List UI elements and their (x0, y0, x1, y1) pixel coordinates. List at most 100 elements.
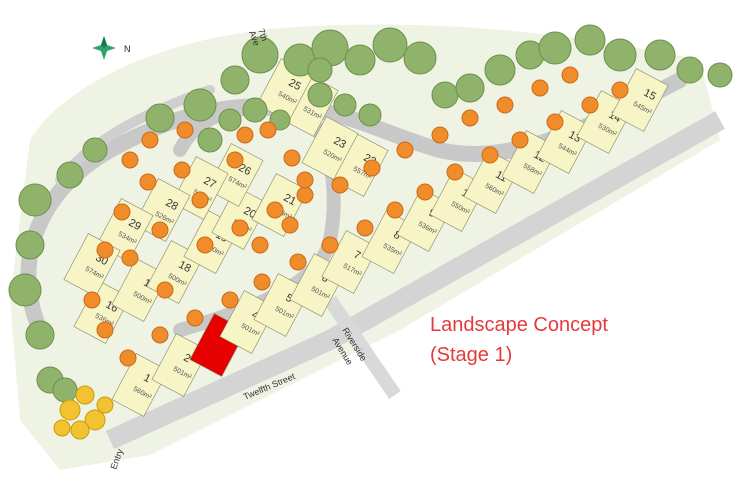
street-tree-icon (561, 66, 579, 84)
canopy-tree-icon (307, 82, 333, 108)
seventh-ave-label-1: 7th (256, 27, 270, 42)
lot-number: 8 (391, 229, 402, 242)
canopy-tree-icon (707, 62, 733, 88)
street-tree-icon (253, 273, 271, 291)
street-tree-icon (231, 219, 249, 237)
lot-number: 18 (176, 259, 192, 275)
lot-number: 25 (286, 77, 302, 93)
street-tree-icon (546, 113, 564, 131)
feature-tree-icon (59, 399, 81, 421)
street-tree-icon (151, 326, 169, 344)
street-tree-icon (431, 126, 449, 144)
street-tree-icon (321, 236, 339, 254)
street-tree-icon (296, 171, 314, 189)
feature-tree-icon (96, 396, 114, 414)
lot-number: 5 (283, 292, 294, 305)
street-tree-icon (331, 176, 349, 194)
canopy-tree-icon (25, 320, 55, 350)
street-tree-icon (191, 191, 209, 209)
lot-number: 28 (163, 197, 179, 213)
street-tree-icon (121, 151, 139, 169)
feature-tree-icon (75, 385, 95, 405)
feature-tree-icon (53, 419, 71, 437)
canopy-tree-icon (358, 103, 382, 127)
canopy-tree-icon (307, 57, 333, 83)
street-tree-icon (611, 81, 629, 99)
street-tree-icon (96, 241, 114, 259)
street-tree-icon (186, 309, 204, 327)
lot-number: 15 (641, 87, 657, 103)
street-tree-icon (156, 281, 174, 299)
lot-parcel (463, 150, 521, 214)
street-tree-icon (141, 131, 159, 149)
street-tree-icon (296, 186, 314, 204)
canopy-tree-icon (676, 56, 704, 84)
street-tree-icon (196, 236, 214, 254)
canopy-tree-icon (56, 161, 84, 189)
canopy-tree-icon (484, 54, 516, 86)
street-tree-icon (446, 163, 464, 181)
canopy-tree-icon (82, 137, 108, 163)
lot-number: 21 (281, 192, 297, 208)
street-tree-icon (236, 126, 254, 144)
canopy-tree-icon (644, 39, 676, 71)
street-tree-icon (151, 221, 169, 239)
canopy-tree-icon (183, 88, 217, 122)
street-tree-icon (173, 161, 191, 179)
title-line-2: (Stage 1) (430, 344, 513, 366)
compass-north-label: N (124, 44, 131, 54)
street-tree-icon (281, 216, 299, 234)
canopy-tree-icon (333, 93, 357, 117)
lot-number: 1 (141, 372, 152, 385)
canopy-tree-icon (372, 27, 408, 63)
lot-parcel (111, 353, 169, 417)
street-tree-icon (581, 96, 599, 114)
lot-number: 29 (126, 217, 142, 233)
lot-parcel (206, 143, 264, 207)
canopy-tree-icon (242, 97, 268, 123)
canopy-tree-icon (574, 24, 606, 56)
seventh-ave-label-2: Ave (247, 29, 262, 47)
canopy-tree-icon (241, 36, 279, 74)
street-tree-icon (113, 203, 131, 221)
compass-star-icon (92, 36, 116, 60)
street-tree-icon (283, 149, 301, 167)
lot-number: 27 (201, 175, 217, 191)
street-tree-icon (251, 236, 269, 254)
feature-tree-icon (84, 409, 106, 431)
canopy-tree-icon (603, 38, 637, 72)
canopy-tree-icon (455, 73, 485, 103)
street-tree-icon (511, 131, 529, 149)
feature-tree-icon (70, 420, 90, 440)
canopy-tree-icon (403, 41, 437, 75)
canopy-tree-icon (344, 44, 376, 76)
street-tree-icon (176, 121, 194, 139)
canopy-tree-icon (52, 377, 78, 403)
canopy-tree-icon (18, 183, 52, 217)
lot-parcel (536, 110, 594, 174)
street-tree-icon (96, 321, 114, 339)
street-tree-icon (139, 173, 157, 191)
street-tree-icon (266, 201, 284, 219)
street-tree-icon (119, 349, 137, 367)
street-tree-icon (496, 96, 514, 114)
street-tree-icon (83, 291, 101, 309)
lot-parcel (211, 186, 269, 250)
street-tree-icon (481, 146, 499, 164)
canopy-tree-icon (218, 108, 242, 132)
street-tree-icon (461, 109, 479, 127)
street-tree-icon (416, 183, 434, 201)
street-tree-icon (289, 253, 307, 271)
canopy-tree-icon (220, 65, 250, 95)
twelfth-street-road (105, 111, 725, 450)
street-tree-icon (259, 121, 277, 139)
lot-number: 6 (319, 272, 330, 285)
street-tree-icon (226, 151, 244, 169)
canopy-tree-icon (431, 81, 459, 109)
canopy-tree-icon (8, 273, 42, 307)
lot-number: 23 (331, 135, 347, 151)
